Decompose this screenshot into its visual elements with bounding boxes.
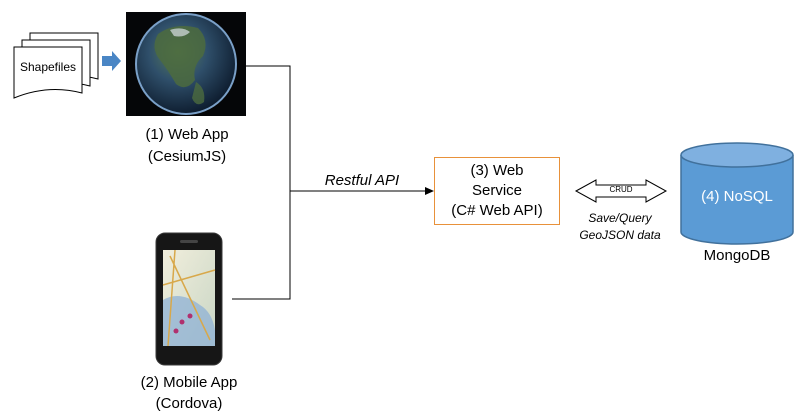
- shapefile-to-webapp-arrow: [102, 51, 121, 71]
- crud-caption-line2: GeoJSON data: [579, 228, 661, 242]
- crud-label: CRUD: [609, 185, 633, 194]
- connector-lines: [232, 65, 426, 300]
- crud-caption-line1: Save/Query: [588, 211, 652, 225]
- restful-api-label: Restful API: [324, 172, 400, 189]
- mobile-app-subtitle: (Cordova): [155, 395, 223, 412]
- database-cylinder-icon: [680, 142, 794, 245]
- web-service-line3: (C# Web API): [451, 202, 543, 219]
- web-service-box: (3) Web Service (C# Web API): [434, 157, 560, 225]
- database-caption: MongoDB: [703, 247, 771, 264]
- restful-api-arrowhead: [425, 187, 434, 195]
- web-service-line2: Service: [471, 182, 523, 199]
- mobile-phone-icon: [155, 232, 223, 366]
- crud-double-arrow: [574, 179, 668, 203]
- shapefiles-label: Shapefiles: [19, 60, 77, 74]
- shapefiles-stack-icon: [13, 32, 99, 99]
- web-app-subtitle: (CesiumJS): [147, 148, 227, 165]
- globe-icon: [126, 12, 246, 116]
- web-service-line1: (3) Web: [470, 162, 524, 179]
- database-label: (4) NoSQL: [701, 188, 773, 205]
- web-app-title: (1) Web App: [145, 126, 229, 143]
- mobile-app-title: (2) Mobile App: [140, 374, 238, 391]
